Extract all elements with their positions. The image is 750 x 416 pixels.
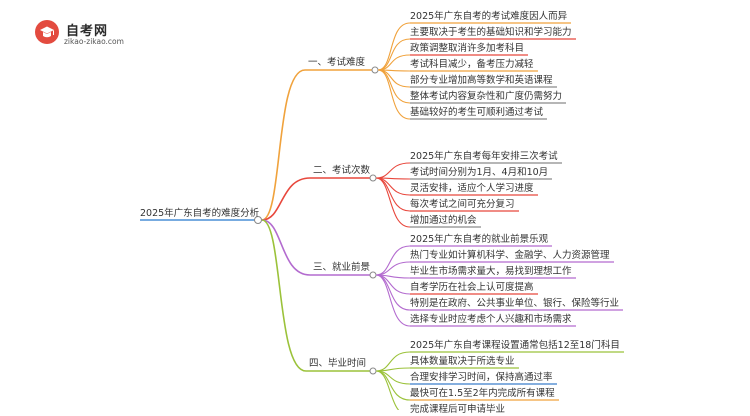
leaf-label: 2025年广东自考的考试难度因人而异 bbox=[410, 11, 568, 22]
root-topic-label: 2025年广东自考的难度分析 bbox=[140, 208, 260, 219]
leaf-label: 完成课程后可申请毕业 bbox=[410, 404, 506, 415]
leaf-connector bbox=[375, 177, 411, 228]
leaf-connector bbox=[375, 274, 411, 327]
leaf-connector bbox=[375, 245, 411, 276]
leaf-label: 增加通过的机会 bbox=[410, 215, 477, 226]
leaf-label: 2025年广东自考课程设置通常包括12至18门科目 bbox=[410, 340, 620, 351]
leaf-connector bbox=[375, 274, 411, 311]
leaf-label: 特别是在政府、公共事业单位、银行、保险等行业 bbox=[410, 298, 620, 309]
branch-label: 四、毕业时间 bbox=[309, 358, 367, 369]
leaf-label: 整体考试内容复杂性和广度仍需努力 bbox=[410, 91, 563, 102]
branch-label: 一、考试难度 bbox=[308, 57, 366, 68]
root-node-knob bbox=[254, 216, 262, 224]
leaf-connector bbox=[377, 22, 411, 71]
branch-knob bbox=[369, 271, 377, 279]
leaf-label: 2025年广东自考的就业前景乐观 bbox=[410, 234, 549, 245]
leaf-label: 政策调整取消许多加考科目 bbox=[410, 43, 525, 54]
graduation-cap-pencil-icon bbox=[35, 20, 59, 44]
leaf-label: 2025年广东自考每年安排三次考试 bbox=[410, 151, 558, 162]
leaf-label: 合理安排学习时间，保持高通过率 bbox=[410, 372, 553, 383]
branch-label: 二、考试次数 bbox=[313, 165, 371, 176]
leaf-label: 考试科目减少，备考压力减轻 bbox=[410, 59, 534, 70]
leaf-connector bbox=[375, 370, 411, 401]
leaf-label: 主要取决于考生的基础知识和学习能力 bbox=[410, 27, 572, 38]
branch-knob bbox=[369, 174, 377, 182]
branch-knob bbox=[369, 367, 377, 375]
branch-label: 三、就业前景 bbox=[313, 262, 371, 273]
leaf-label: 选择专业时应考虑个人兴趣和市场需求 bbox=[410, 314, 572, 325]
leaf-connector bbox=[375, 367, 411, 372]
leaf-connector bbox=[377, 38, 411, 71]
site-logo[interactable]: 自考网 zikao-zikao.com bbox=[34, 19, 144, 49]
leaf-label: 基础较好的考生可顺利通过考试 bbox=[410, 107, 544, 118]
leaf-connector bbox=[375, 370, 400, 410]
logo-title: 自考网 bbox=[66, 24, 109, 39]
branch-connector bbox=[261, 69, 306, 221]
branch-connector bbox=[261, 177, 311, 221]
leaf-label: 部分专业增加高等数学和英语课程 bbox=[410, 75, 553, 86]
leaf-label: 最快可在1.5至2年内完成所有课程 bbox=[410, 388, 555, 399]
branch-connector bbox=[261, 219, 307, 372]
leaf-label: 毕业生市场需求量大，易找到理想工作 bbox=[410, 266, 572, 277]
branch-knob bbox=[371, 66, 379, 74]
leaf-label: 考试时间分别为1月、4月和10月 bbox=[410, 167, 549, 178]
leaf-label: 灵活安排，适应个人学习进度 bbox=[410, 183, 534, 194]
logo-subtitle: zikao-zikao.com bbox=[64, 37, 124, 46]
leaf-connector bbox=[375, 261, 411, 276]
leaf-connector bbox=[377, 69, 411, 120]
leaf-connector bbox=[375, 162, 411, 179]
leaf-label: 自考学历在社会上认可度提高 bbox=[410, 282, 534, 293]
leaf-label: 每次考试之间可充分复习 bbox=[410, 199, 515, 210]
leaf-label: 具体数量取决于所选专业 bbox=[410, 356, 515, 367]
leaf-label: 热门专业如计算机科学、金融学、人力资源管理 bbox=[410, 250, 610, 261]
branch-connector bbox=[261, 219, 311, 276]
